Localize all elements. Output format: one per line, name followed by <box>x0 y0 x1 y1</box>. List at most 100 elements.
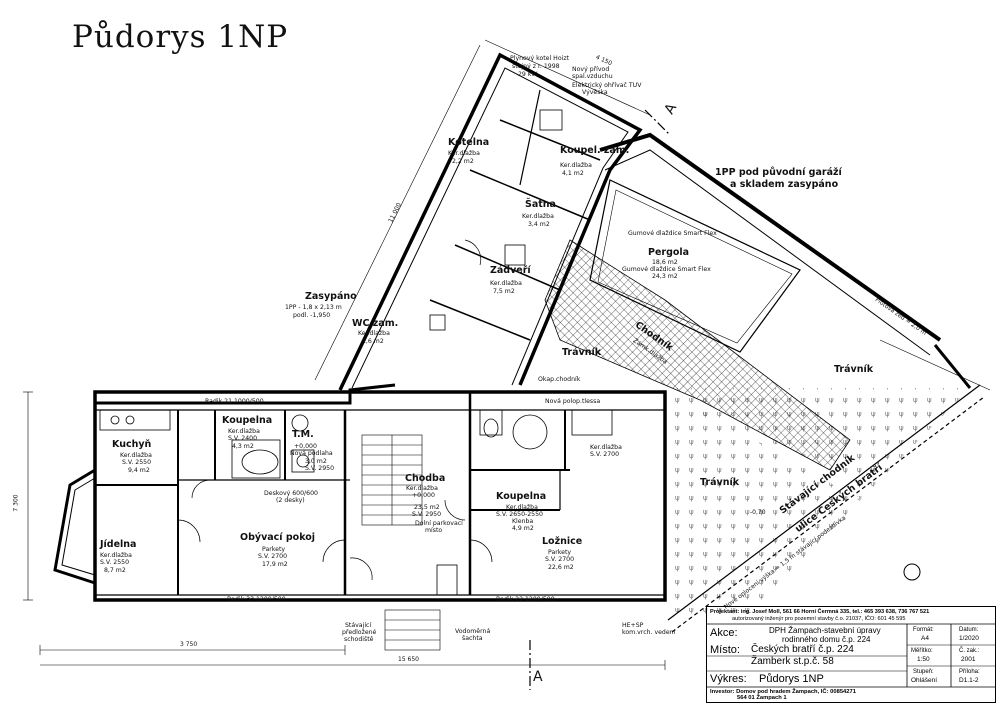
tb-projektant: Projektant: ing. Josef Moll, 561 66 Horn… <box>710 609 930 615</box>
label-zasypano-sub2: podl. -1,950 <box>293 312 331 319</box>
title-block: Projektant: ing. Josef Moll, 561 66 Horn… <box>706 606 996 703</box>
label-travnik-3: Trávník <box>700 477 740 488</box>
tb-datum-label: Datum: <box>959 627 979 633</box>
room-zadveri-floor: Ker.dlažba <box>490 280 522 287</box>
room-tm-area: 3,0 m2 <box>305 458 327 465</box>
room-wc-zam-area: 1,6 m2 <box>362 338 384 345</box>
tb-investor-2: 564 01 Žampach 1 <box>737 695 787 701</box>
room-zadveri-area: 7,5 m2 <box>493 288 515 295</box>
label-kotel-note-3: 29 kW <box>518 71 538 78</box>
building-walls <box>53 52 972 602</box>
label-zasypano: Zasypáno <box>305 291 357 302</box>
label-pergola-sub: Gumové dlaždice Smart Flex <box>628 230 717 237</box>
room-jidelna-height: S.V. 2550 <box>100 559 130 566</box>
room-loznice-area: 22,6 m2 <box>548 564 574 571</box>
label-predlozene-1: Stávající <box>345 622 372 629</box>
tb-stupen-label: Stupeň: <box>913 669 934 675</box>
title-block-grid <box>707 623 995 688</box>
label-radik-3: Radik 21 1000/500 <box>205 398 264 405</box>
tb-investor: Investor: Domov pod hradem Žampach, IČ: … <box>710 689 856 695</box>
room-koupelna-zam-floor: Ker.dlažba <box>560 162 592 169</box>
room-kotelna-floor: Ker.dlažba <box>448 150 480 157</box>
label-predlozene-2: předložené <box>342 629 377 636</box>
door-swings <box>177 239 493 581</box>
label-deskovy: Deskový 600/600 <box>264 490 318 497</box>
label-he-sp-2: kom.vrch. vedení <box>622 629 676 636</box>
label-spal-note-1: Nový přívod <box>572 66 610 73</box>
dimension-lines <box>23 39 991 670</box>
room-satna-area: 3,4 m2 <box>528 221 550 228</box>
north-marker <box>903 563 921 581</box>
room-jidelna-name: Jídelna <box>100 539 137 550</box>
room-pergola-name: Pergola <box>648 247 690 258</box>
label-garaz-2: a skladem zasypáno <box>730 179 839 190</box>
drawing-title: Půdorys 1NP <box>72 19 289 55</box>
room-obyvaci-height: S.V. 2700 <box>258 553 288 560</box>
label-vodomerna-1: Vodoměrná <box>455 628 491 635</box>
label-nova-polop: Nová polop.tlessa <box>545 398 601 405</box>
label-travnik-1: Trávník <box>562 347 602 358</box>
label-radik-2: Radik 22 1200/500 <box>496 596 555 603</box>
tb-akce-2: rodinného domu č.p. 224 <box>782 635 871 644</box>
label-zasypano-sub1: 1PP - 1,8 x 2,13 m <box>285 304 342 311</box>
room-satna-floor: Ker.dlažba <box>522 213 554 220</box>
tb-format-label: Formát: <box>913 627 934 633</box>
room-koupelna2-height: S.V. 2650-2550 <box>496 511 543 518</box>
room-koupelna1-area: 4,3 m2 <box>232 443 254 450</box>
room-tm-level: +0,000 <box>294 443 317 450</box>
room-koupelna1-name: Koupelna <box>222 415 273 426</box>
room-obyvaci-name: Obývací pokoj <box>240 532 316 543</box>
room-pergola-area2: 24,3 m2 <box>652 273 678 280</box>
section-cut-lines <box>529 109 671 690</box>
label-travnik-2: Trávník <box>834 364 874 375</box>
room-koupelna-zam-area: 4,1 m2 <box>562 170 584 177</box>
tb-c-zak-label: Č. zak.: <box>959 648 980 654</box>
tb-vykres: Půdorys 1NP <box>759 673 824 685</box>
tb-misto-label: Místo: <box>710 644 740 656</box>
room-koupelna2-area: 4,9 m2 <box>512 525 534 532</box>
room-east-height: S.V. 2700 <box>590 451 620 458</box>
room-kuchyn-name: Kuchyň <box>112 439 152 450</box>
tb-stupen: Ohlášení <box>911 677 938 684</box>
label-deskovy-sub: (2 desky) <box>276 497 305 504</box>
room-kuchyn-floor: Ker.dlažba <box>120 452 152 459</box>
tb-priloha-label: Příloha: <box>959 669 980 675</box>
room-loznice-height: S.V. 2700 <box>545 556 575 563</box>
section-label-a-bottom: A <box>533 669 543 685</box>
room-koupelna1-height: S.V. 2400 <box>228 435 258 442</box>
room-tm-name: T.M. <box>292 429 314 440</box>
room-obyvaci-area: 17,9 m2 <box>262 561 288 568</box>
room-wc-zam-floor: Ker.dlažba <box>358 330 390 337</box>
tb-datum: 1/2020 <box>959 635 979 642</box>
label-radik-1: Radik 33 1200/500 <box>227 596 286 603</box>
label-dolni-parkovaci: Dolní parkovací <box>415 520 463 527</box>
tb-vykres-label: Výkres: <box>710 673 747 685</box>
tb-format: A4 <box>921 635 929 642</box>
room-koupelna2-floor: Ker.dlažba <box>506 504 538 511</box>
tb-akce-label: Akce: <box>710 627 738 639</box>
tb-meritko: 1:50 <box>917 656 930 663</box>
room-tm-height: S.V. 2950 <box>305 465 335 472</box>
room-loznice-name: Ložnice <box>542 536 583 547</box>
room-pergola-area1: 18,6 m2 <box>652 259 678 266</box>
tb-akce: DPH Žampach-stavební úpravy <box>769 626 881 635</box>
room-zadveri-name: Zádveří <box>490 265 531 276</box>
label-vodomerna-2: šachta <box>462 635 483 642</box>
label-kotel-note-1: Plynový kotel Hoizt <box>510 55 570 62</box>
room-koupelna2-note: Klenba <box>512 518 534 525</box>
room-loznice-floor: Parkety <box>548 549 572 556</box>
label-floor-level: -0,70 <box>750 509 766 516</box>
tb-misto: Českých bratří č.p. 224 <box>751 644 854 655</box>
dim-3750: 3 750 <box>180 641 198 648</box>
room-koupelna2-name: Koupelna <box>496 491 547 502</box>
room-chodba-height: S.V. 2950 <box>412 511 442 518</box>
room-obyvaci-floor: Parkety <box>262 546 286 553</box>
sanitary-fixtures <box>99 109 613 596</box>
room-chodba-level: +0,000 <box>412 492 435 499</box>
room-kotelna-area: 2,2 m2 <box>452 158 474 165</box>
room-wc-zam-name: WC zam. <box>352 318 399 329</box>
room-chodba-name: Chodba <box>405 473 446 484</box>
label-okap-chodnik: Okap.chodník <box>538 376 581 383</box>
label-spal-note-2: spal.vzduchu <box>572 73 613 80</box>
